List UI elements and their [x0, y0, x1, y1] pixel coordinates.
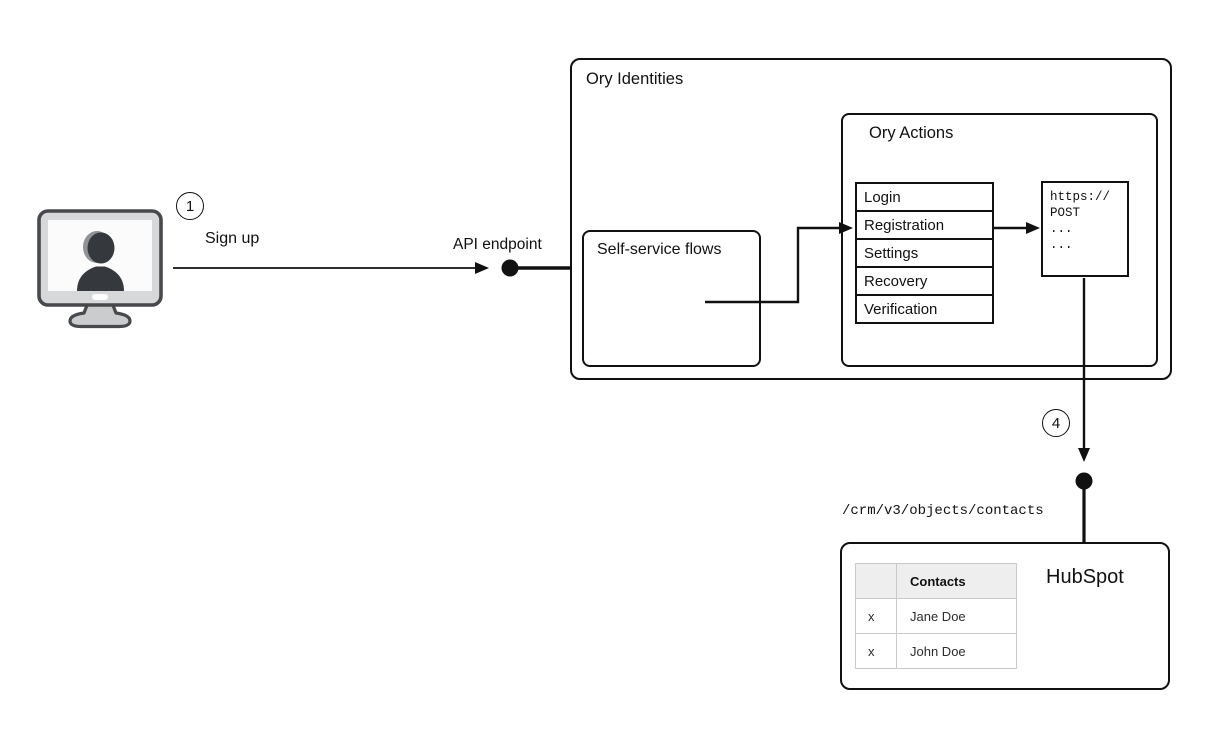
step-1-badge: 1 [176, 192, 204, 220]
flow-row-label: Login [864, 188, 901, 206]
contacts-header-name: Contacts [896, 563, 1017, 599]
flow-row-verification: Verification [855, 294, 994, 324]
code-line: https:// [1050, 190, 1111, 204]
flows-list: Login Registration Settings Recovery Ver… [855, 182, 994, 324]
contacts-table: Contacts x Jane Doe x John Doe [855, 563, 1017, 669]
api-endpoint-label: API endpoint [453, 236, 542, 253]
contact-row: x John Doe [855, 633, 1017, 669]
self-service-flows-title: Self-service flows [597, 241, 722, 258]
flow-row-label: Settings [864, 244, 919, 262]
flow-row-label: Registration [864, 216, 945, 234]
sign-up-label: Sign up [205, 230, 260, 247]
hubspot-title: HubSpot [1046, 566, 1124, 588]
flow-row-registration: Registration [855, 210, 994, 240]
contact-row: x Jane Doe [855, 598, 1017, 634]
flow-row-label: Recovery [864, 272, 928, 290]
code-line: ... [1050, 222, 1073, 236]
ory-actions-title: Ory Actions [869, 124, 954, 142]
contact-name: Jane Doe [896, 598, 1017, 634]
user-monitor-icon [37, 209, 163, 329]
contact-mark: x [855, 633, 897, 669]
step-4-label: 4 [1051, 414, 1061, 432]
ory-identities-title: Ory Identities [586, 70, 684, 88]
contacts-header-row: Contacts [855, 563, 1017, 599]
flow-row-login: Login [855, 182, 994, 212]
contacts-header-mark [855, 563, 897, 599]
contact-name: John Doe [896, 633, 1017, 669]
contact-mark: x [855, 598, 897, 634]
code-line: ... [1050, 238, 1073, 252]
webhook-code-box: https:// POST ... ... [1041, 181, 1129, 277]
code-line: POST [1050, 206, 1081, 220]
flow-row-recovery: Recovery [855, 266, 994, 296]
flow-row-settings: Settings [855, 238, 994, 268]
crm-endpoint-path: /crm/v3/objects/contacts [842, 503, 1044, 519]
step-4-badge: 4 [1042, 409, 1070, 437]
flow-row-label: Verification [864, 300, 938, 318]
ory-actions-box [841, 113, 1158, 367]
step-1-label: 1 [185, 197, 195, 215]
